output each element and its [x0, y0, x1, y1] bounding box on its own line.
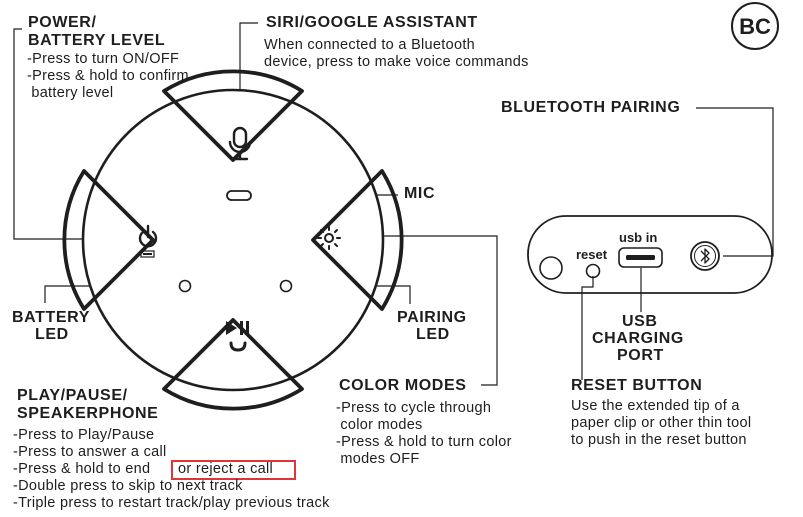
color-mode-button — [311, 169, 404, 311]
play-pause-icon — [226, 321, 249, 335]
power-button — [62, 169, 155, 311]
sun-icon — [317, 226, 341, 250]
play-desc-5: -Triple press to restart track/play prev… — [13, 495, 330, 511]
color-desc-2: color modes — [336, 417, 423, 433]
color-desc-3: -Press & hold to turn color — [336, 434, 512, 450]
siri-title: SIRI/GOOGLE ASSISTANT — [266, 14, 478, 31]
reset-desc-1: Use the extended tip of a — [571, 398, 740, 414]
phone-icon — [229, 341, 247, 352]
siri-desc-2: device, press to make voice commands — [264, 54, 529, 70]
siri-button — [162, 69, 304, 162]
battery-led-label: BATTERY — [12, 309, 90, 326]
pairing-led-label-2: LED — [416, 326, 450, 343]
microphone-icon — [228, 126, 252, 161]
power-desc-3: battery level — [27, 85, 114, 101]
usb-charging-label-3: PORT — [617, 347, 664, 364]
battery-icon — [140, 250, 155, 258]
side-knob — [539, 256, 563, 280]
play-pause-title: PLAY/PAUSE/ — [17, 387, 128, 404]
leader-power — [13, 28, 130, 240]
power-desc-2: -Press & hold to confirm — [27, 68, 189, 84]
battery-led-dot — [178, 279, 192, 293]
power-desc-1: -Press to turn ON/OFF — [27, 51, 180, 67]
reset-hole — [585, 263, 601, 279]
usb-port-label: usb in — [619, 230, 657, 245]
color-modes-title: COLOR MODES — [339, 377, 467, 394]
play-pause-button — [162, 318, 304, 411]
play-desc-4: -Double press to skip to next track — [13, 478, 243, 494]
usb-charging-label-2: CHARGING — [592, 330, 684, 347]
leader-reset — [581, 276, 594, 380]
pairing-led-dot — [279, 279, 293, 293]
battery-led-label-2: LED — [35, 326, 69, 343]
leader-siri — [239, 22, 258, 116]
pairing-led-label: PAIRING — [397, 309, 467, 326]
siri-desc-1: When connected to a Bluetooth — [264, 37, 476, 53]
reset-port-label: reset — [576, 247, 608, 262]
play-desc-3-highlighted: or reject a call — [178, 461, 274, 477]
color-desc-1: -Press to cycle through — [336, 400, 492, 416]
bc-badge: BC — [731, 2, 779, 50]
controller — [62, 69, 404, 411]
play-pause-title-2: SPEAKERPHONE — [17, 405, 159, 422]
mic-label: MIC — [404, 185, 436, 202]
leader-color — [343, 235, 498, 386]
leader-bluetooth — [696, 107, 774, 257]
bluetooth-icon — [700, 248, 710, 264]
usb-port — [618, 247, 663, 268]
play-desc-3: -Press & hold to end — [13, 461, 151, 477]
bluetooth-button — [690, 241, 720, 271]
reset-button-title: RESET BUTTON — [571, 377, 703, 394]
usb-charging-label: USB — [622, 313, 658, 330]
port-panel: reset usb in — [527, 215, 773, 294]
bluetooth-pairing-title: BLUETOOTH PAIRING — [501, 99, 681, 116]
reset-desc-3: to push in the reset button — [571, 432, 747, 448]
play-desc-2: -Press to answer a call — [13, 444, 167, 460]
mic-hole — [226, 190, 252, 201]
play-desc-1: -Press to Play/Pause — [13, 427, 155, 443]
color-desc-4: modes OFF — [336, 451, 420, 467]
power-title: POWER/ — [28, 14, 97, 31]
power-icon — [138, 224, 158, 248]
reset-desc-2: paper clip or other thin tool — [571, 415, 752, 431]
highlight-box — [171, 460, 296, 480]
power-title-2: BATTERY LEVEL — [28, 32, 166, 49]
bc-badge-text: BC — [739, 14, 771, 39]
